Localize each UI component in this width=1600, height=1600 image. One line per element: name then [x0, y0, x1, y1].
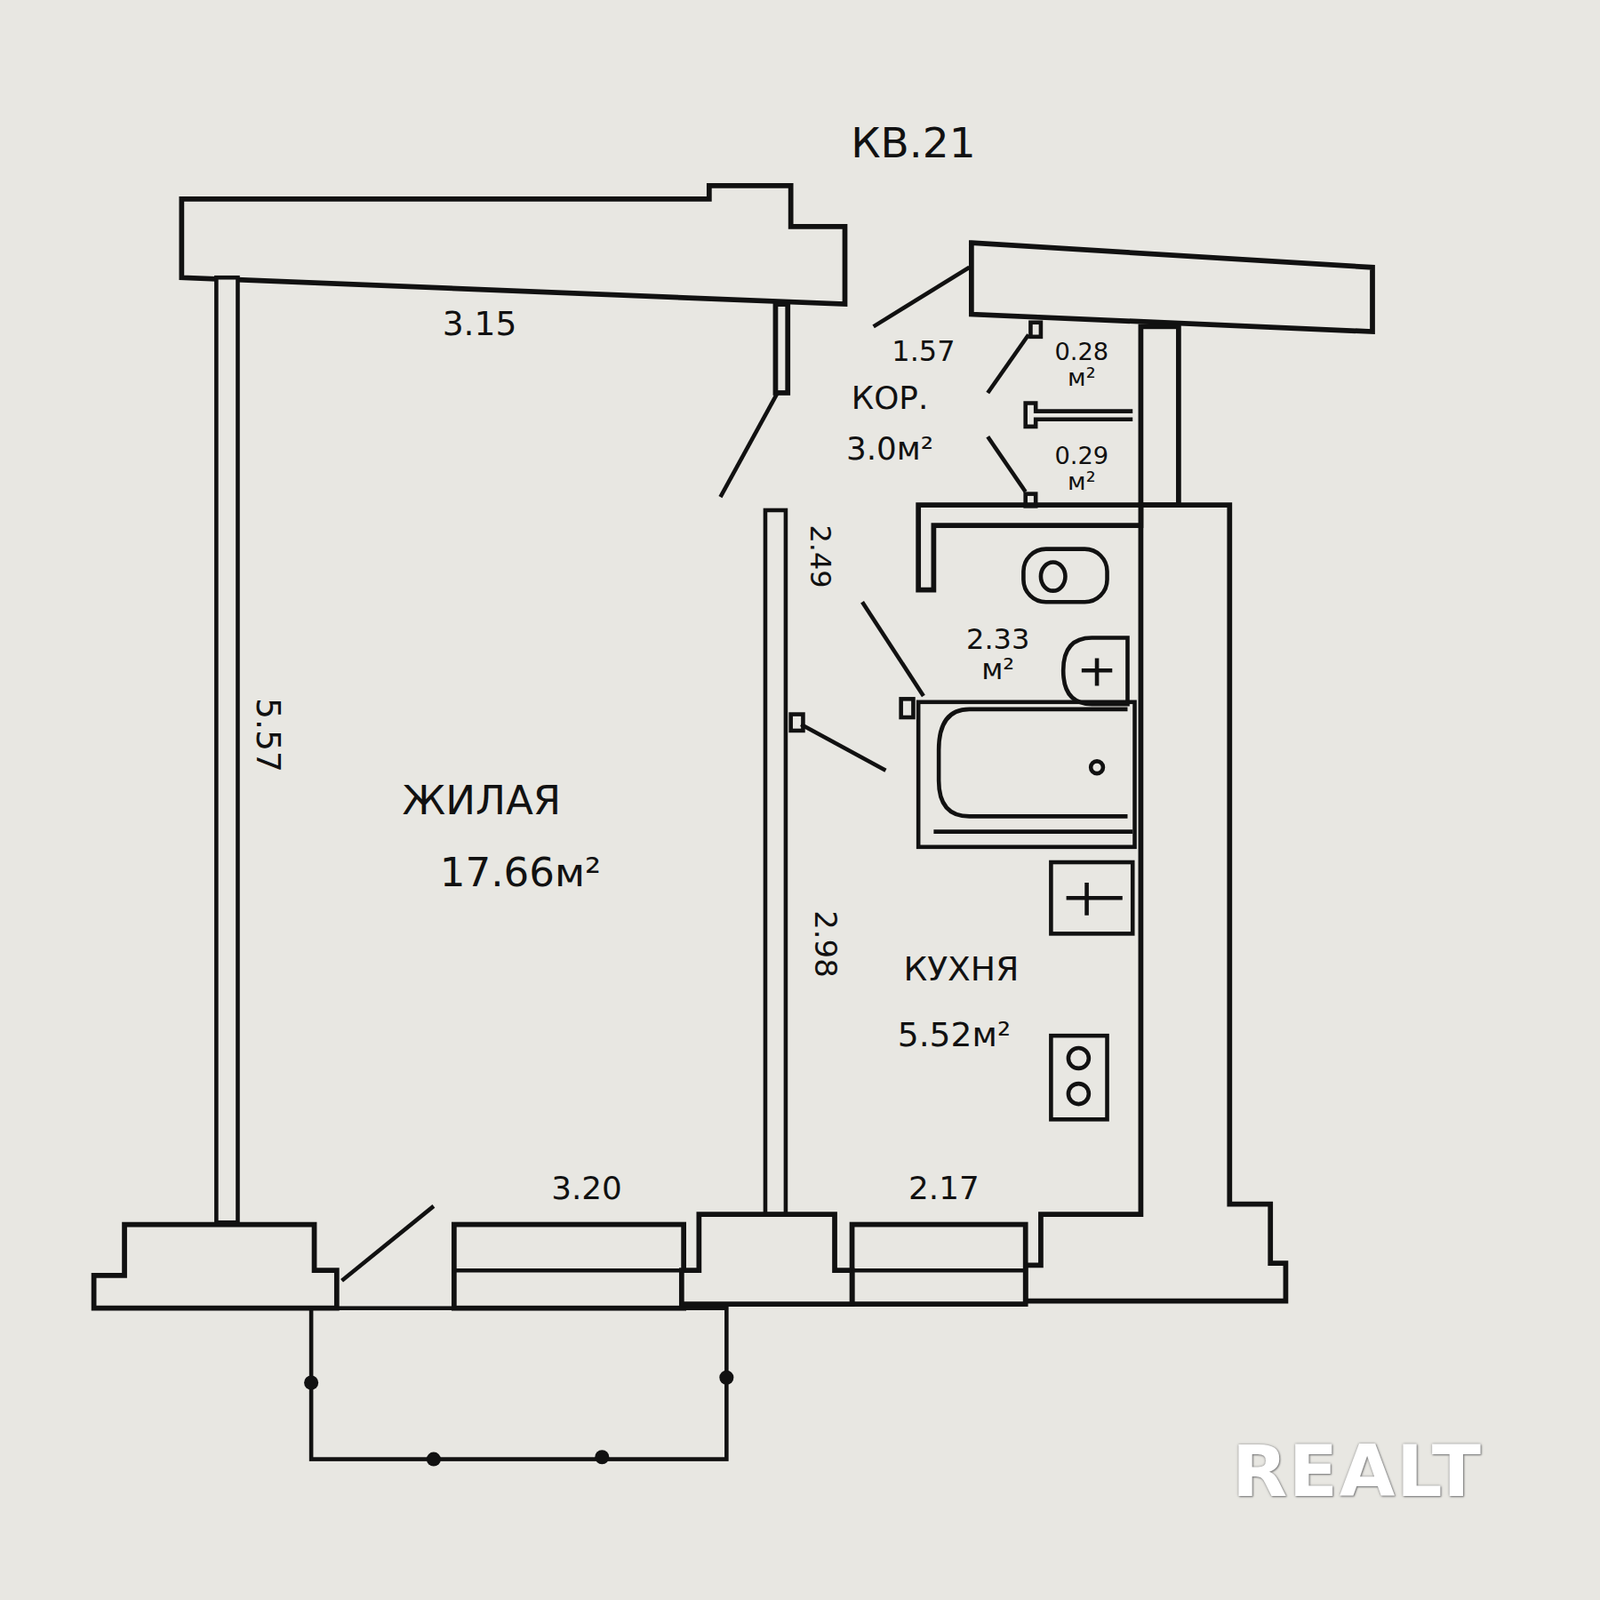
- room-area-label: 5.52м²: [897, 1017, 1011, 1054]
- door-stub: [791, 714, 804, 731]
- window: [454, 1224, 684, 1309]
- left-wall: [216, 277, 238, 1223]
- room-name-label: ЖИЛАЯ: [401, 779, 561, 822]
- right-wall: [1025, 504, 1287, 1301]
- dimension-label: 3.20: [551, 1172, 623, 1207]
- drain: [1090, 760, 1104, 774]
- corridor-wall: [1140, 326, 1178, 505]
- window: [852, 1224, 1026, 1305]
- door-stub: [901, 698, 914, 718]
- burner: [1068, 1083, 1089, 1104]
- dimension-label: 2.49: [804, 524, 835, 588]
- kitchen-sink: [1066, 882, 1123, 916]
- top-right-wall: [971, 242, 1373, 332]
- door-swing: [720, 392, 777, 497]
- corridor-shelf: [1025, 402, 1134, 426]
- door-swing: [342, 1206, 434, 1281]
- top-wall: [181, 185, 845, 304]
- area-label: 2.33 м²: [952, 624, 1044, 685]
- dimension-label: 3.15: [442, 306, 518, 343]
- balcony-post: [426, 1452, 441, 1467]
- pillar: [681, 1214, 853, 1304]
- area-label: 0.28 м²: [1045, 339, 1119, 391]
- kitchen-sink: [1050, 862, 1133, 934]
- window-line: [454, 1268, 684, 1273]
- dimension-label: 1.57: [891, 336, 955, 368]
- dimension-label: 2.98: [808, 910, 841, 977]
- door-jamb: [775, 304, 788, 393]
- watermark-label: REALT: [1232, 1433, 1483, 1510]
- leader-line: [987, 436, 1025, 492]
- burner: [1068, 1048, 1089, 1069]
- door-swing: [800, 724, 886, 771]
- room-name-label: КОР.: [851, 381, 928, 416]
- balcony-post: [719, 1370, 734, 1385]
- bath-line: [933, 829, 1133, 834]
- apartment-title: КВ.21: [850, 120, 976, 165]
- room-area-label: 17.66м²: [440, 851, 602, 894]
- balcony-post: [594, 1449, 609, 1464]
- partition-wall: [765, 510, 786, 1215]
- toilet: [1023, 549, 1107, 603]
- leader-line: [873, 267, 970, 328]
- bath-enclosure: [918, 702, 1135, 848]
- dimension-label: 2.17: [908, 1172, 980, 1207]
- wash-basin: [1063, 637, 1128, 704]
- room-area-label: 3.0м²: [846, 432, 934, 466]
- bottom-left-wall: [94, 1224, 337, 1309]
- balcony: [311, 1308, 727, 1460]
- area-label: 0.29 м²: [1045, 443, 1119, 495]
- balcony-post: [304, 1375, 319, 1390]
- room-name-label: КУХНЯ: [903, 952, 1019, 988]
- bathtub: [938, 709, 1128, 817]
- window-line: [852, 1268, 1026, 1273]
- leader-line: [987, 335, 1029, 393]
- dimension-label: 5.57: [249, 697, 286, 773]
- leader-line: [862, 601, 924, 696]
- door-stub: [1025, 494, 1036, 507]
- toilet-bowl: [1040, 562, 1066, 592]
- stove: [1050, 1035, 1107, 1120]
- door-stub: [1030, 322, 1040, 337]
